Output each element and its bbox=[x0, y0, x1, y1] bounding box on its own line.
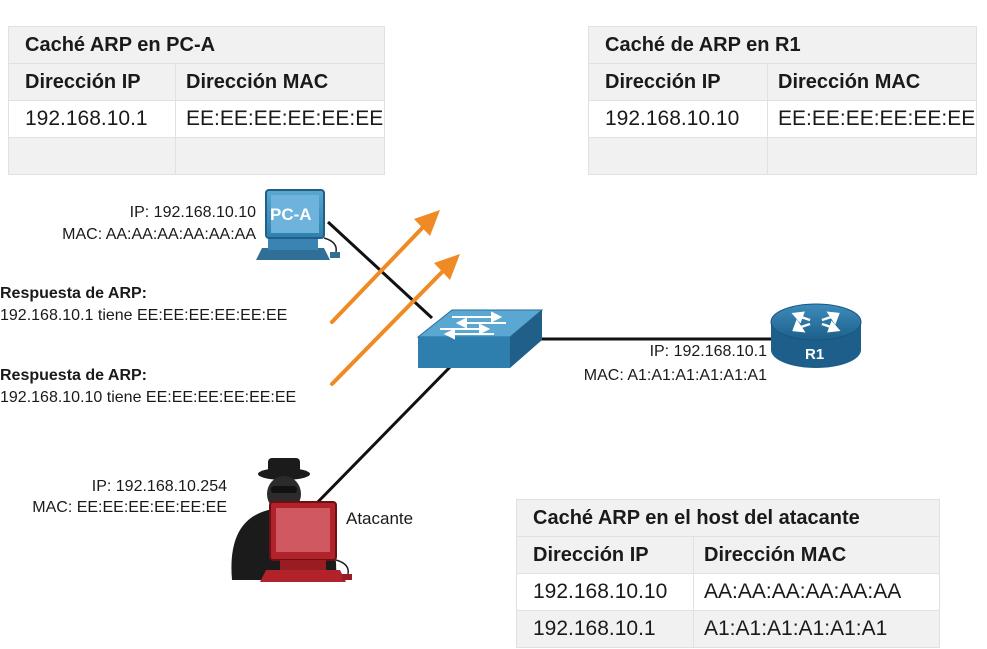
attacker-mac-label: MAC: EE:EE:EE:EE:EE:EE bbox=[32, 499, 227, 516]
attacker-col-mac-header: Dirección MAC bbox=[693, 536, 940, 574]
attacker-row-1-ip: 192.168.10.10 bbox=[516, 573, 694, 611]
r1-row-2-ip bbox=[588, 137, 768, 175]
hacker-computer-icon bbox=[231, 458, 352, 582]
attacker-row-2-ip: 192.168.10.1 bbox=[516, 610, 694, 648]
arp-reply-1-text: 192.168.10.1 tiene EE:EE:EE:EE:EE:EE bbox=[0, 307, 288, 324]
r1-row-2-mac bbox=[767, 137, 977, 175]
r1-device-name: R1 bbox=[805, 346, 825, 363]
arp-reply-1-title: Respuesta de ARP: bbox=[0, 285, 147, 302]
arp-reply-2-title: Respuesta de ARP: bbox=[0, 367, 147, 384]
arp-reply-2-text: 192.168.10.10 tiene EE:EE:EE:EE:EE:EE bbox=[0, 389, 297, 406]
r1-col-ip-header: Dirección IP bbox=[588, 63, 768, 101]
attacker-arp-cache-table: Caché ARP en el host del atacante Direcc… bbox=[516, 499, 940, 648]
arp-reply-arrows bbox=[330, 210, 460, 386]
link-switch-attacker bbox=[308, 363, 454, 512]
pca-col-ip-header: Dirección IP bbox=[8, 63, 176, 101]
table-row bbox=[588, 137, 977, 175]
pca-col-mac-header: Dirección MAC bbox=[175, 63, 385, 101]
pca-row-1-mac: EE:EE:EE:EE:EE:EE bbox=[175, 100, 385, 138]
r1-arp-cache-table: Caché de ARP en R1 Dirección IP Direcció… bbox=[588, 26, 977, 175]
r1-row-1-mac: EE:EE:EE:EE:EE:EE bbox=[767, 100, 977, 138]
table-row: 192.168.10.10 AA:AA:AA:AA:AA:AA bbox=[516, 573, 940, 611]
arrow-to-pca bbox=[330, 210, 440, 324]
attacker-row-2-mac: A1:A1:A1:A1:A1:A1 bbox=[693, 610, 940, 648]
table-row bbox=[8, 137, 385, 175]
pca-mac-label: MAC: AA:AA:AA:AA:AA:AA bbox=[62, 226, 256, 243]
r1-mac-label: MAC: A1:A1:A1:A1:A1:A1 bbox=[583, 367, 767, 384]
attacker-row-1-mac: AA:AA:AA:AA:AA:AA bbox=[693, 573, 940, 611]
r1-arp-table-title: Caché de ARP en R1 bbox=[588, 26, 977, 64]
pca-arp-cache-table: Caché ARP en PC-A Dirección IP Dirección… bbox=[8, 26, 385, 175]
table-row: 192.168.10.1 A1:A1:A1:A1:A1:A1 bbox=[516, 610, 940, 648]
attacker-col-ip-header: Dirección IP bbox=[516, 536, 694, 574]
pca-row-2-ip bbox=[8, 137, 176, 175]
pca-device-name: PC-A bbox=[270, 205, 312, 224]
pca-row-2-mac bbox=[175, 137, 385, 175]
pca-ip-label: IP: 192.168.10.10 bbox=[129, 204, 256, 221]
desktop-computer-icon bbox=[256, 189, 340, 260]
r1-row-1-ip: 192.168.10.10 bbox=[588, 100, 768, 138]
attacker-device-name: Atacante bbox=[346, 509, 414, 528]
router-icon bbox=[770, 303, 862, 368]
attacker-arp-table-title: Caché ARP en el host del atacante bbox=[516, 499, 940, 537]
table-row: 192.168.10.1 EE:EE:EE:EE:EE:EE bbox=[8, 100, 385, 138]
arrow-to-r1 bbox=[330, 254, 460, 386]
r1-col-mac-header: Dirección MAC bbox=[767, 63, 977, 101]
pca-row-1-ip: 192.168.10.1 bbox=[8, 100, 176, 138]
r1-ip-label: IP: 192.168.10.1 bbox=[649, 343, 767, 360]
pca-arp-table-title: Caché ARP en PC-A bbox=[8, 26, 385, 64]
table-row: 192.168.10.10 EE:EE:EE:EE:EE:EE bbox=[588, 100, 977, 138]
attacker-ip-label: IP: 192.168.10.254 bbox=[91, 478, 227, 495]
switch-icon bbox=[416, 309, 544, 368]
